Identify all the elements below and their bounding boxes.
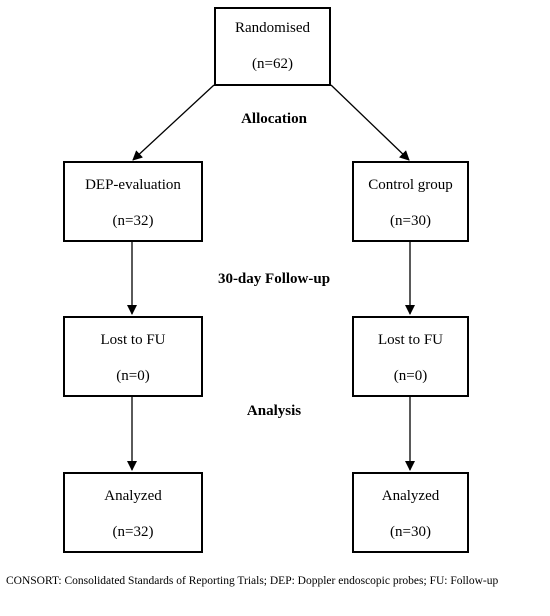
randomised-box: Randomised (n=62) [214,7,331,86]
dep-evaluation-count: (n=32) [112,213,154,229]
analyzed-right-count: (n=30) [390,524,431,540]
lost-to-fu-right-count: (n=0) [393,368,428,384]
dep-evaluation-label: DEP-evaluation [85,177,181,193]
allocation-heading: Allocation [241,111,307,127]
follow-up-heading: 30-day Follow-up [217,271,331,287]
lost-to-fu-left-label: Lost to FU [100,332,166,348]
analyzed-left-label: Analyzed [104,488,162,504]
arrow-randomised-to-dep [132,84,215,161]
analyzed-left-count: (n=32) [112,524,154,540]
control-group-box: Control group (n=30) [352,161,469,242]
dep-evaluation-box: DEP-evaluation (n=32) [63,161,203,242]
abbreviations-footnote: CONSORT: Consolidated Standards of Repor… [6,575,499,587]
lost-to-fu-left-count: (n=0) [116,368,150,384]
lost-to-fu-right-label: Lost to FU [377,332,443,348]
analyzed-right-box: Analyzed (n=30) [352,472,469,553]
control-group-label: Control group [368,177,453,193]
randomised-label: Randomised [235,20,310,36]
analyzed-left-box: Analyzed (n=32) [63,472,203,553]
randomised-count: (n=62) [252,56,293,72]
lost-to-fu-right-box: Lost to FU (n=0) [352,316,469,397]
analyzed-right-label: Analyzed [381,488,440,504]
lost-to-fu-left-box: Lost to FU (n=0) [63,316,203,397]
arrow-randomised-to-control [330,84,410,161]
control-group-count: (n=30) [390,213,431,229]
analysis-heading: Analysis [246,403,302,419]
